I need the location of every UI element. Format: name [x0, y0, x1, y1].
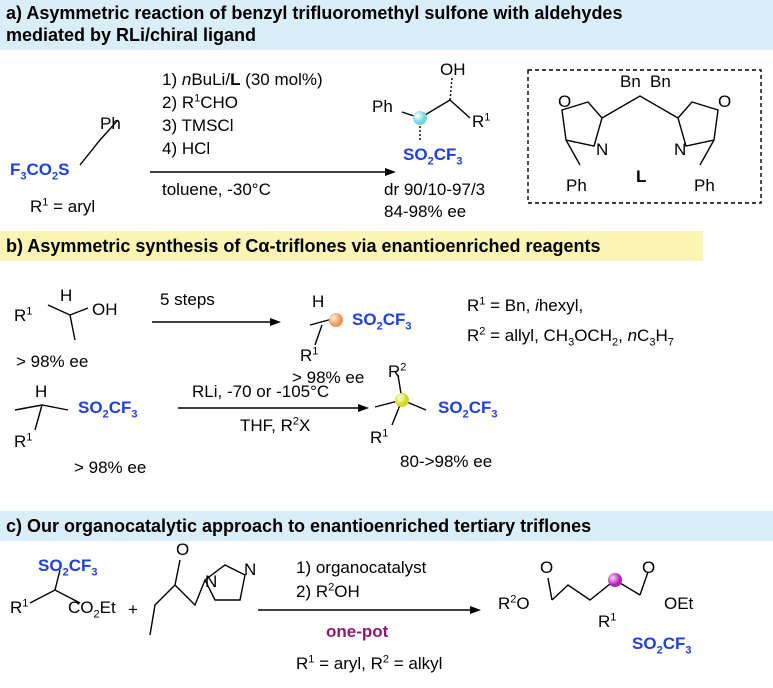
step-2: 2) R1CHO [162, 92, 239, 112]
sulfone-r1: R1 [300, 345, 319, 365]
product-c-oet: OEt [664, 594, 694, 613]
product2-ee: 80->98% ee [400, 452, 493, 471]
reagent-r1-def: R1 = aryl [30, 196, 96, 216]
ligand-bn-left: Bn [620, 72, 641, 91]
ligand-o-left: O [558, 92, 572, 111]
ligand-ph-left: Ph [566, 176, 587, 195]
arrow-a-head [385, 168, 396, 176]
start2-h: H [35, 382, 48, 401]
ligand-n-left: N [596, 140, 609, 159]
step-c-2: 2) R2OH [296, 581, 360, 601]
r-defs-b-line1: R1 = Bn, ihexyl, [467, 295, 584, 315]
ligand-ph-right: Ph [694, 176, 715, 195]
section-a-header: a) Asymmetric reaction of benzyl trifluo… [0, 0, 773, 50]
alcohol-ee: > 98% ee [16, 352, 89, 371]
acryloyl-bonds [149, 579, 206, 636]
r-defs-c: R1 = aryl, R2 = alkyl [296, 653, 443, 673]
stereocenter-sphere-magenta [608, 573, 622, 587]
arrow-b1-head [270, 318, 281, 326]
alcohol-bonds [47, 304, 89, 316]
arrow-b2-head [358, 404, 369, 412]
reagent-a-bonds [79, 119, 119, 166]
arrow-c-head [470, 606, 481, 614]
arrow-b1-label: 5 steps [160, 290, 215, 309]
stereocenter-sphere-yellow [395, 393, 409, 407]
section-c-header: c) Our organocatalytic approach to enant… [0, 511, 773, 541]
arrow-b2-label-bottom: THF, R2X [240, 415, 311, 435]
step-4: 4) HCl [162, 139, 211, 158]
arrow-b2-label-top: RLi, -70 or -105°C [192, 382, 330, 401]
product-a-ph: Ph [372, 97, 393, 116]
reagent-triflyl: F3CO2S [10, 160, 70, 183]
start2-r1: R1 [14, 431, 33, 451]
sulfone-triflyl: SO2CF3 [352, 310, 412, 333]
step-c-1: 1) organocatalyst [296, 558, 427, 577]
pyrazole-ring [204, 564, 246, 601]
ligand-bridge [601, 95, 679, 119]
alcohol-h: H [60, 286, 73, 305]
plus-sign: + [128, 600, 138, 619]
stereocenter-sphere-cyan [413, 111, 427, 125]
section-a-header-line1: a) Asymmetric reaction of benzyl trifluo… [6, 3, 623, 23]
reagent-ph: Ph [100, 114, 121, 133]
product2-r2: R2 [388, 361, 407, 381]
ligand-o-right: O [718, 92, 732, 111]
alcohol-r1: R1 [14, 305, 33, 325]
start2-triflyl: SO2CF3 [78, 398, 138, 421]
r-defs-b-line2: R2 = allyl, CH3OCH2, nC3H7 [467, 325, 674, 349]
sulfone-ee: > 98% ee [292, 368, 365, 387]
product-a-ee: 84-98% ee [384, 202, 467, 221]
product-a-triflyl: SO2CF3 [403, 145, 463, 168]
substrate-c-triflyl: SO2CF3 [38, 556, 98, 579]
section-a-header-line2: mediated by RLi/chiral ligand [6, 25, 257, 45]
product-c-o-left: O [540, 558, 554, 577]
ligand-box [527, 69, 762, 204]
product-c-r1: R1 [598, 611, 617, 631]
product-c-o-right: O [642, 558, 656, 577]
pyrazole-o: O [176, 540, 190, 559]
ligand-label: L [636, 167, 647, 186]
product-a-dr: dr 90/10-97/3 [384, 180, 486, 199]
one-pot-label: one-pot [326, 622, 389, 641]
step-1: 1) nBuLi/L (30 mol%) [162, 70, 323, 89]
product-a-chain [401, 99, 471, 119]
ligand-ring-left [561, 101, 603, 147]
substrate-c-ester: CO2Et [68, 598, 116, 621]
product-c-triflyl: SO2CF3 [632, 634, 692, 657]
product-c-chain [551, 579, 641, 601]
ligand-ring-right [677, 101, 719, 147]
alcohol-oh: OH [92, 300, 118, 319]
ligand-bn-right: Bn [650, 72, 671, 91]
substrate-c-r1: R1 [10, 597, 29, 617]
stereocenter-sphere-orange [329, 313, 343, 327]
ligand-n-right: N [674, 140, 687, 159]
start2-ee: > 98% ee [74, 458, 147, 477]
product-c-r2o: R2O [498, 593, 530, 613]
step-3: 3) TMSCl [162, 116, 234, 135]
section-b-header: b) Asymmetric synthesis of Cα-triflones … [0, 231, 703, 261]
product2-r1: R1 [370, 427, 389, 447]
conditions-a: toluene, -30°C [162, 180, 271, 199]
pyrazole-n2: N [244, 560, 257, 579]
product2-triflyl: SO2CF3 [438, 398, 498, 421]
product-a-oh: OH [440, 60, 466, 79]
sulfone-h: H [312, 292, 325, 311]
product-a-r1: R1 [472, 111, 491, 131]
pyrazole-n1: N [205, 572, 218, 591]
